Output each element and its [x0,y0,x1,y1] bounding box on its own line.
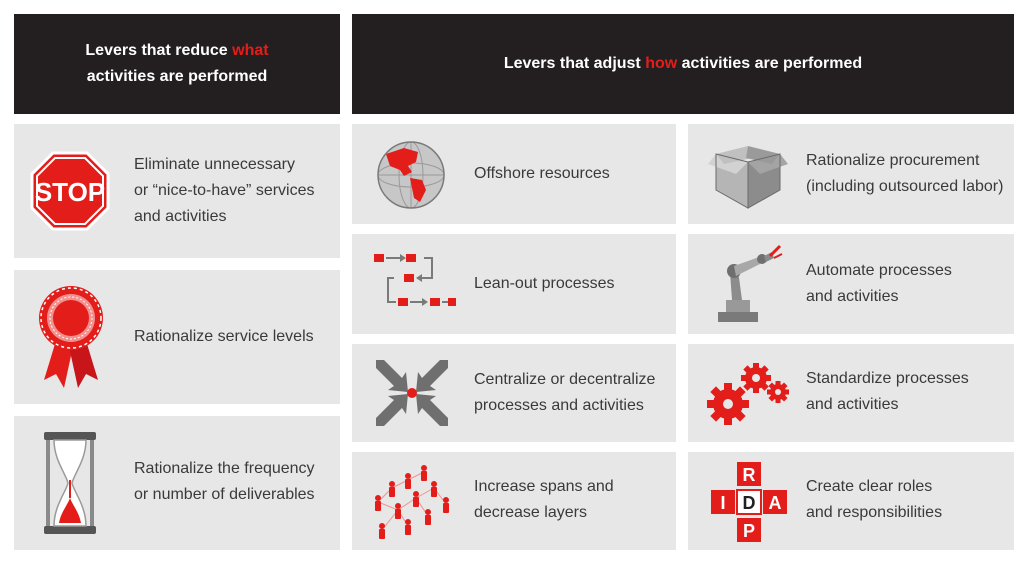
robot-arm-icon [712,244,784,324]
svg-text:A: A [769,493,782,513]
lever-card-centralize: Centralize or decentralize processes and… [352,344,676,442]
lever-card-service-levels: Rationalize service levels [14,270,340,404]
lever-card-frequency: Rationalize the frequency or number of d… [14,416,340,550]
open-box-icon [708,140,788,210]
converging-arrows-icon [372,356,452,430]
lever-card-automate: Automate processes and activities [688,234,1014,334]
right-header-highlight: how [645,55,678,72]
process-flow-icon [372,250,456,318]
lever-card-procurement: Rationalize procurement (including outso… [688,124,1014,224]
svg-text:P: P [743,521,755,541]
left-header-highlight: what [232,42,269,59]
left-header: Levers that reduce what activities are p… [14,14,340,114]
svg-text:D: D [743,493,756,513]
lever-card-eliminate: STOP Eliminate unnecessary or “nice-to-h… [14,124,340,258]
lever-card-offshore: Offshore resources [352,124,676,224]
svg-text:I: I [720,493,725,513]
lever-card-standardize: Standardize processes and activities [688,344,1014,442]
rdap-grid-icon: R I D A P [710,460,788,544]
svg-text:R: R [743,465,756,485]
stop-sign-icon: STOP [30,151,110,231]
lever-card-lean-out: Lean-out processes [352,234,676,334]
svg-text:STOP: STOP [35,177,105,207]
lever-card-spans-layers: Increase spans and decrease layers [352,452,676,550]
award-ribbon-icon [36,284,106,390]
globe-icon [376,140,446,210]
lever-card-roles: R I D A P Create clear roles and respons… [688,452,1014,550]
org-network-icon [368,460,456,544]
hourglass-icon [42,430,98,536]
gears-icon [706,360,794,430]
right-header: Levers that adjust how activities are pe… [352,14,1014,114]
